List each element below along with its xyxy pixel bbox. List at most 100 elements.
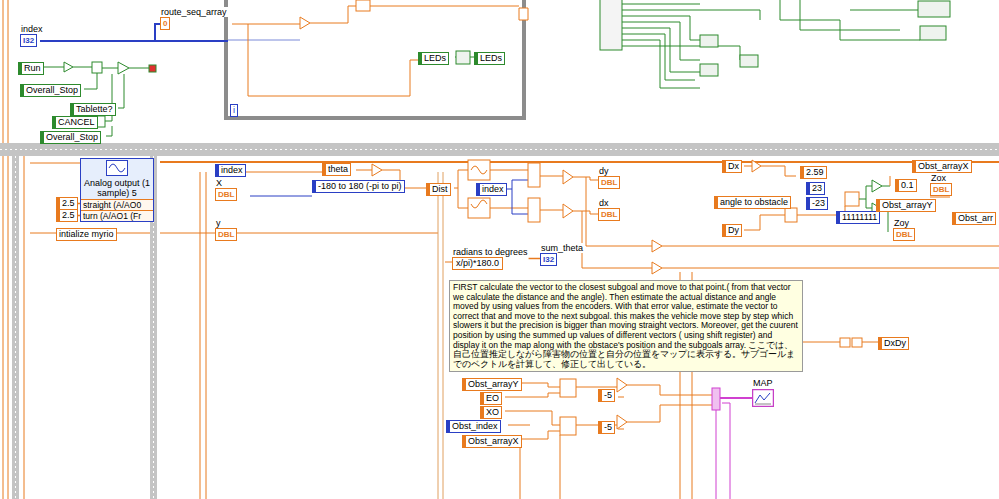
terminal: EO [480, 392, 502, 405]
frame-label: intialize myrio [56, 228, 117, 241]
wire-segment [370, 6, 519, 7]
wire-segment [16, 156, 154, 499]
terminal: theta [322, 163, 351, 176]
wire-segment [445, 262, 452, 263]
indicator: XDBL [215, 178, 237, 201]
wire-segment [519, 8, 528, 20]
loop-iteration: i [230, 104, 238, 117]
function-block [226, 0, 524, 118]
wire-segment [250, 196, 312, 197]
function-block [528, 198, 540, 222]
indicator: dxDBL [598, 198, 620, 221]
terminal: -180 to 180 (-pi to pi) [312, 180, 405, 193]
wire-segment [744, 166, 752, 167]
terminal-name: y [215, 218, 237, 228]
wire-segment [652, 262, 662, 274]
function-block [852, 338, 862, 347]
wire-segment [761, 166, 796, 176]
vi-title: Analog output (1 sample) 5 [81, 177, 153, 199]
data-type: DBL [598, 208, 620, 221]
terminal: index [476, 183, 507, 196]
wire-segment [232, 24, 300, 25]
terminal-label: Dy [728, 225, 739, 235]
data-type: DBL [930, 183, 952, 196]
terminal-name: dy [598, 166, 620, 176]
vi-icon [106, 160, 128, 176]
wire-segment [872, 180, 882, 192]
wire-segment [73, 67, 92, 68]
terminal-label: index [482, 184, 504, 194]
terminal-label: -5 [604, 390, 612, 400]
terminal-label: Dx [728, 161, 739, 171]
function-block [560, 379, 576, 397]
terminal: LEDs [418, 52, 449, 65]
function-block [149, 65, 156, 72]
wire-segment [3, 0, 8, 499]
terminal: Obst_index [446, 420, 501, 433]
terminal-name: index [20, 24, 44, 34]
wire-segment [744, 215, 785, 230]
terminal: Dist [426, 183, 451, 196]
terminal-label: 23 [812, 183, 822, 193]
wire-segment [64, 62, 73, 72]
wire-segment [652, 240, 662, 252]
wire-segment [106, 126, 112, 136]
terminal-label: Obst_arrayY [468, 379, 519, 389]
terminal: 23 [806, 182, 825, 195]
function-block [468, 160, 490, 180]
wire-segment [44, 67, 64, 68]
terminal-label: XO [486, 407, 499, 417]
wire-connector [529, 258, 540, 260]
function-block [107, 161, 128, 176]
express-vi: Analog output (1 sample) 5straight (A/AO… [80, 158, 154, 222]
terminal: Obst_arrayX [912, 160, 972, 173]
function-block [560, 417, 576, 435]
wire-segment [356, 170, 372, 171]
terminal-label: LEDs [424, 53, 446, 63]
wire-segment [563, 170, 573, 184]
wire-group [505, 378, 752, 499]
terminal-name: sum_theta [540, 243, 584, 253]
terminal-name: Zox [930, 173, 952, 183]
wire-segment [716, 403, 730, 499]
vi-terminal: straight (A/AO0 [81, 199, 153, 210]
wire-segment [372, 164, 382, 176]
indicator: ZoyDBL [893, 218, 915, 241]
function-block [700, 64, 718, 76]
function-block [0, 143, 999, 156]
wire-segment [617, 378, 627, 392]
comment-text: FIRST calculate the vector to the closes… [453, 282, 798, 369]
wire-segment [622, 4, 760, 88]
wire-segment [310, 6, 356, 23]
map-icon [752, 389, 774, 407]
terminal-label: Obst_arrayY [882, 200, 933, 210]
wire-segment [563, 204, 573, 218]
terminal-label: 11111111 [842, 212, 877, 222]
terminal-label: EO [486, 393, 499, 403]
terminal-label: 2.5 [62, 198, 75, 208]
terminal: Dx [722, 160, 742, 173]
wire-segment [862, 342, 878, 343]
function-block [92, 62, 102, 73]
function-block [600, 0, 622, 50]
terminal-label: -5 [604, 422, 612, 432]
terminal-label: -180 to 180 (-pi to pi) [318, 181, 402, 191]
terminal: index [215, 164, 246, 177]
function-block [468, 198, 490, 218]
terminal-label: 2.59 [806, 167, 824, 177]
wire-segment [228, 40, 300, 41]
data-type: I32 [20, 34, 37, 47]
wire-segment [504, 180, 528, 214]
terminal-name: dx [598, 198, 620, 208]
terminal-label: Obst_arrayX [918, 161, 969, 171]
terminal-label: angle to obstacle [720, 197, 788, 207]
terminal-label: Obst_arrayX [468, 436, 519, 446]
terminal-label: CANCEL [58, 117, 95, 127]
wire-segment [780, 0, 920, 40]
terminal: -5 [598, 389, 615, 402]
terminal: Run [18, 62, 44, 75]
terminal-label: 2.5 [62, 210, 75, 220]
terminal: 0.1 [895, 179, 917, 192]
terminal: 11111111 [836, 211, 880, 224]
function-block [700, 35, 718, 47]
